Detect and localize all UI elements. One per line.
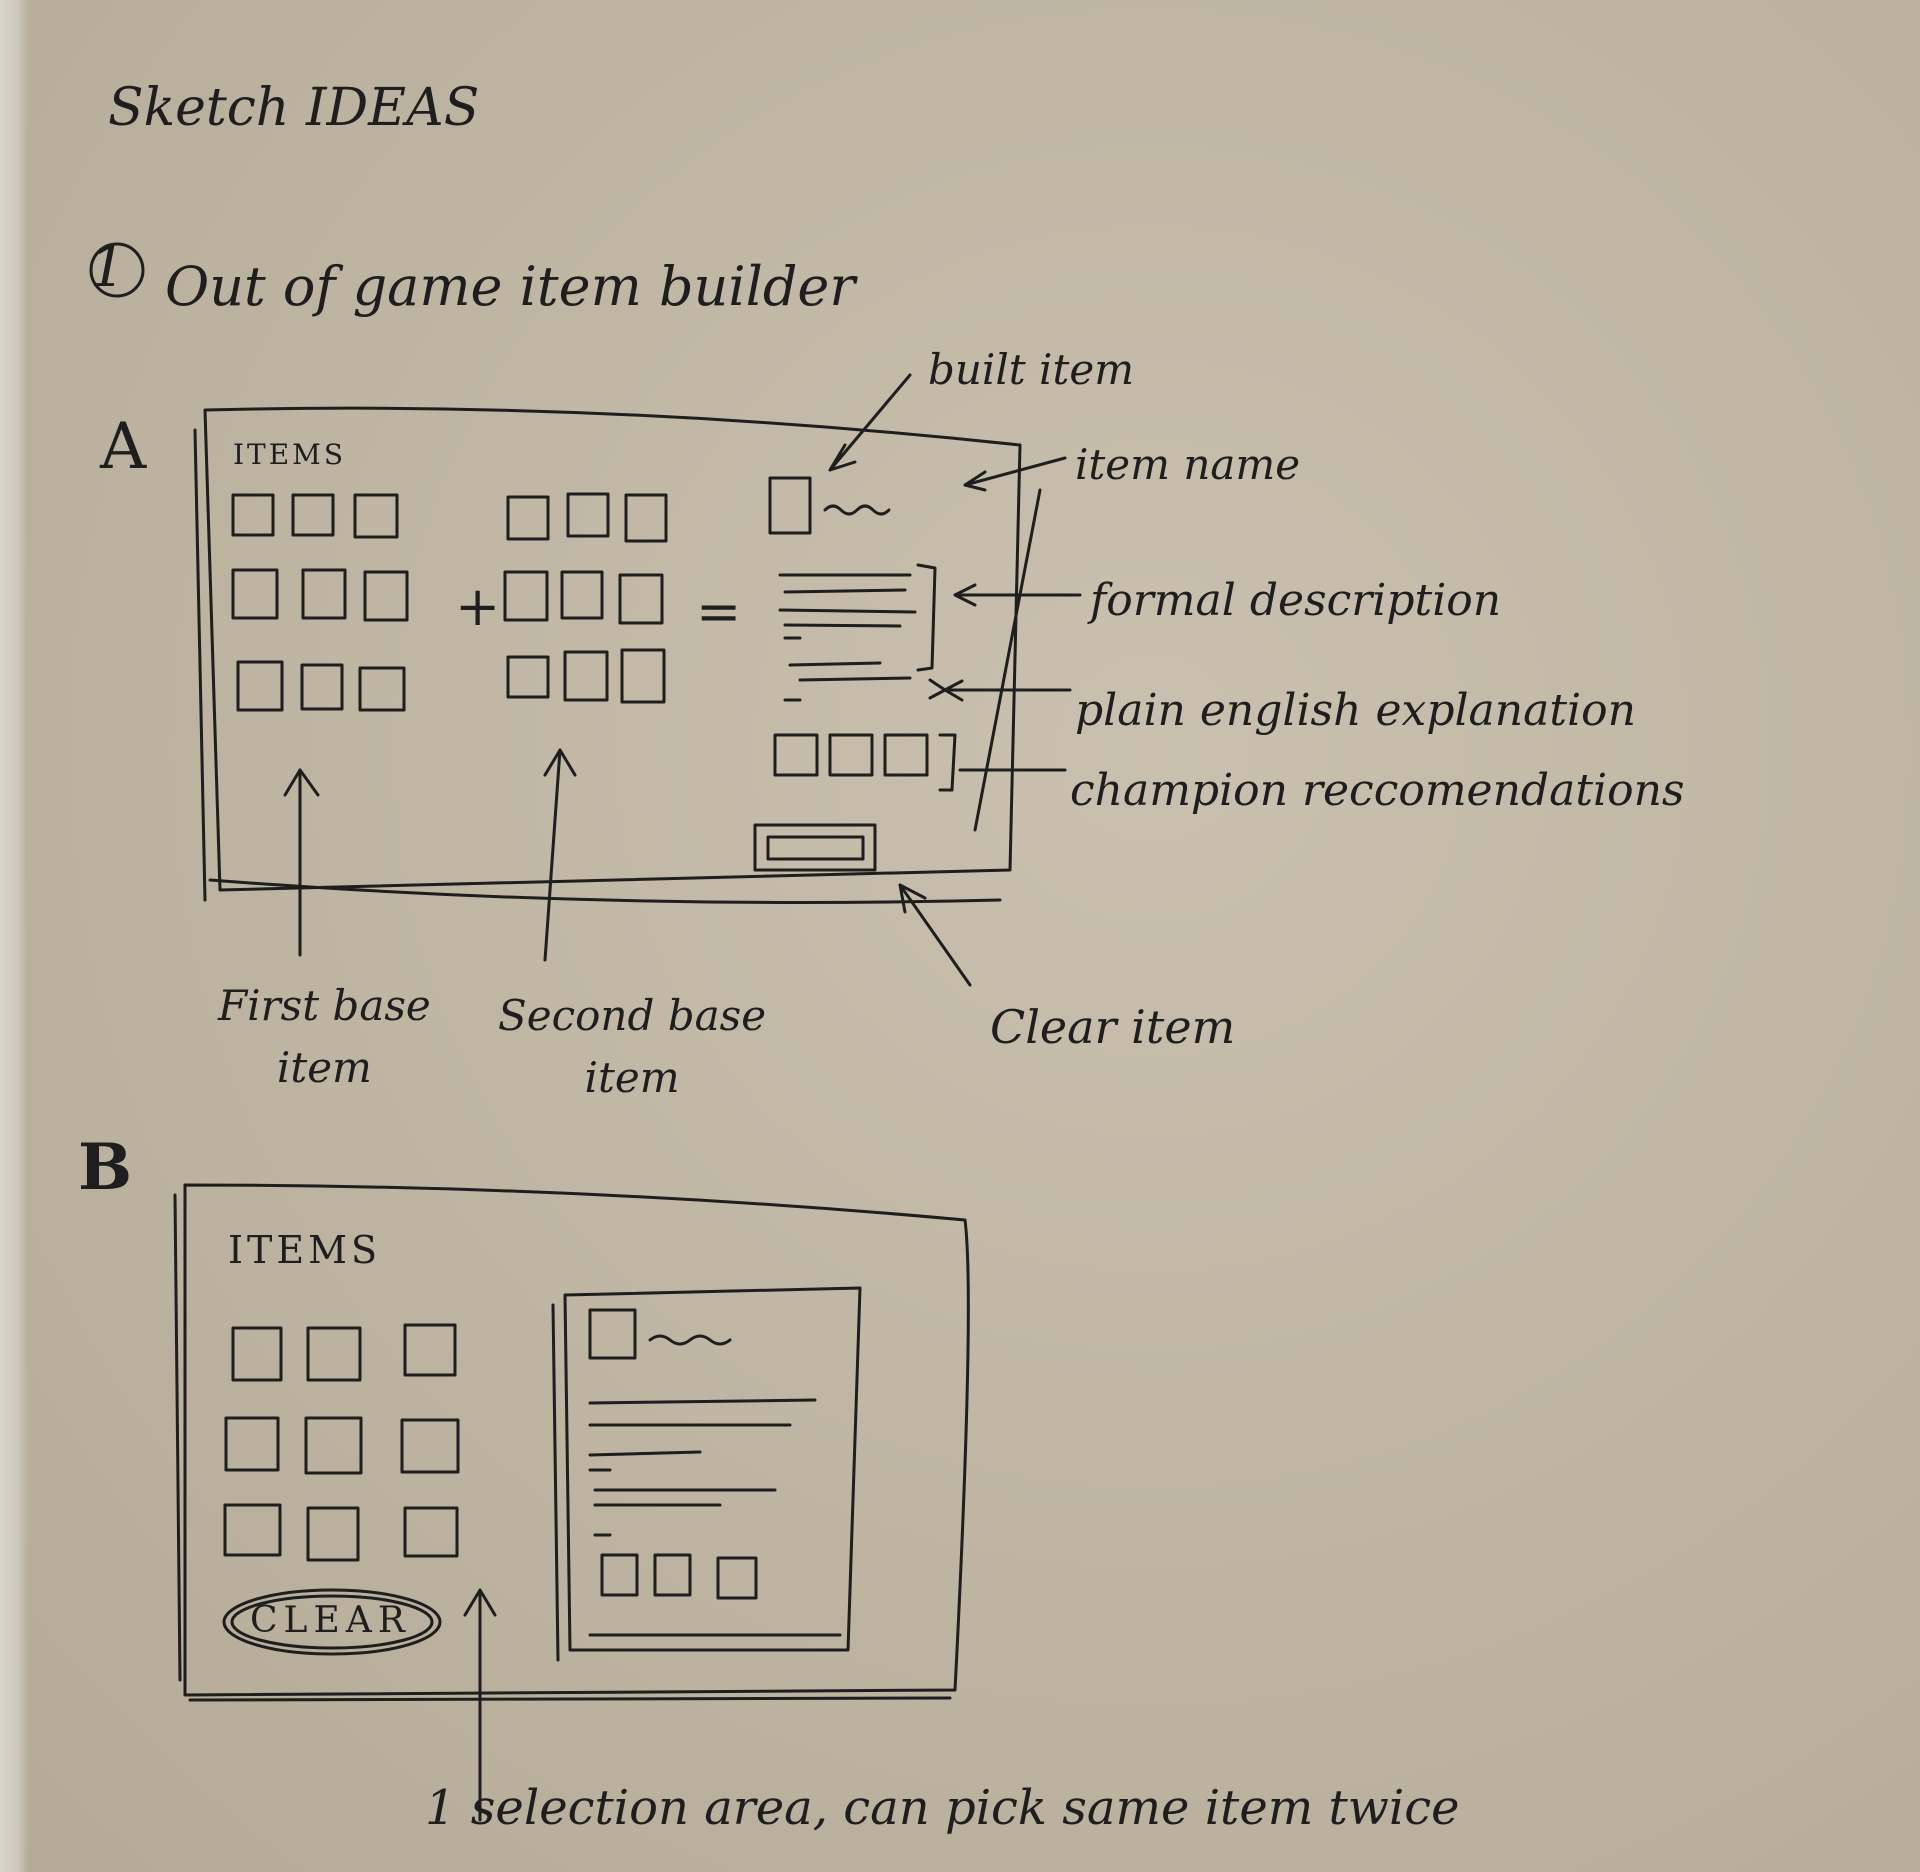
sketch-b-frame (183, 1183, 970, 1697)
sketch-title: Sketch IDEAS (108, 78, 480, 138)
annotation-champion-recs: champion reccomendations (1070, 765, 1685, 816)
equals-sign: = (696, 580, 742, 643)
sketch-b-detail-panel (563, 1286, 862, 1652)
annotation-built-item: built item (928, 345, 1135, 394)
paper-edge (0, 0, 28, 1872)
sketch-a-grid-second (503, 492, 668, 704)
sketch-b-grid (223, 1323, 460, 1562)
sketch-a-frame (203, 406, 1022, 892)
section-number: 1 (90, 235, 126, 300)
sketch-b-clear-button (222, 1588, 442, 1656)
sketch-a-label: A (100, 410, 147, 484)
annotation-formal-description: formal description (1090, 575, 1502, 626)
annotation-plain-english: plain english explanation (1075, 685, 1636, 736)
sketch-a-built-item-icon (768, 476, 812, 535)
sketch-a-clear-button (753, 823, 877, 872)
section-heading: Out of game item builder (165, 255, 856, 318)
annotation-clear-item: Clear item (990, 1000, 1236, 1054)
sketch-b-clear-label: CLEAR (250, 1600, 411, 1641)
sketch-a-grid-first (231, 493, 409, 712)
annotation-first-base-item: First base item (218, 981, 431, 1092)
annotation-item-name: item name (1075, 440, 1301, 489)
sketch-b-note: 1 selection area, can pick same item twi… (425, 1780, 1460, 1836)
sketch-b-items-title: ITEMS (228, 1228, 382, 1272)
plus-sign: + (455, 575, 501, 638)
sketch-a-items-title: ITEMS (233, 438, 347, 471)
annotation-second-base-item: Second base item (498, 991, 767, 1102)
sketch-b-label: B (78, 1130, 133, 1205)
